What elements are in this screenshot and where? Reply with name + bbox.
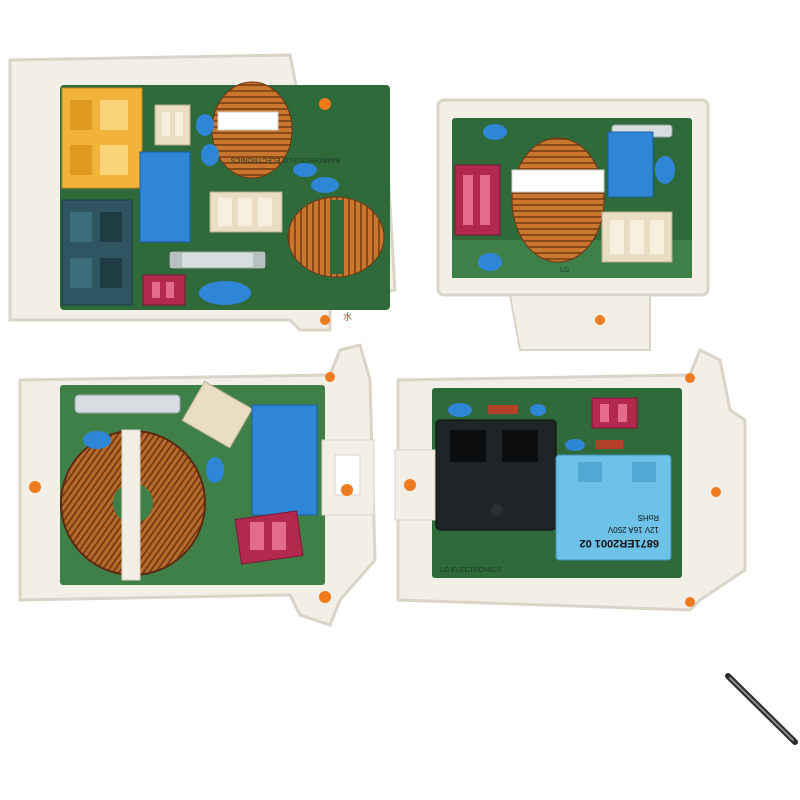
- glass-fuse: [74, 394, 181, 414]
- magenta-connector: [234, 510, 304, 565]
- cream-connector: [154, 104, 191, 146]
- glass-fuse: [169, 251, 266, 269]
- y-capacitor: [565, 439, 585, 451]
- relay-label-line1: 6871ER2001 02: [579, 537, 659, 549]
- y-capacitor: [448, 403, 472, 417]
- mounting-hole: [685, 597, 695, 607]
- y-capacitor: [83, 431, 111, 449]
- magenta-connector: [142, 274, 186, 306]
- mounting-hole: [320, 315, 330, 325]
- mounting-hole: [319, 98, 331, 110]
- filter-module-bottom-left: [18, 343, 377, 627]
- y-capacitor: [311, 177, 339, 193]
- mounting-hole: [685, 373, 695, 383]
- y-capacitor: [655, 156, 675, 184]
- mounting-hole: [325, 372, 335, 382]
- toroid-coil: [511, 137, 605, 263]
- y-capacitor: [206, 457, 224, 483]
- y-capacitor: [201, 144, 219, 166]
- mounting-hole: [404, 479, 416, 491]
- magenta-connector: [591, 397, 638, 429]
- filter-module-top-right: LG: [436, 98, 710, 351]
- mounting-hole: [319, 591, 331, 603]
- y-capacitor: [478, 253, 502, 271]
- y-capacitor: [483, 124, 507, 140]
- cream-connector-3pin: [181, 380, 253, 449]
- x-capacitor: [139, 151, 191, 243]
- y-capacitor: [530, 404, 546, 416]
- board-silkscreen: LG: [560, 267, 569, 274]
- filter-module-bottom-right: 6871ER2001 02 12V 16A 250V RoHS LG ELECT…: [394, 347, 747, 612]
- mounting-hole: [711, 487, 721, 497]
- stray-mark: 水: [343, 311, 352, 322]
- board-silkscreen: EAM60991313 LG ELECTRONICS: [230, 156, 340, 163]
- filter-module-top-left: EAM60991313 LG ELECTRONICS 水: [8, 53, 397, 332]
- mounting-hole: [595, 315, 605, 325]
- y-capacitor: [196, 114, 214, 136]
- y-capacitor: [293, 163, 317, 177]
- x-capacitor: [251, 404, 318, 516]
- board-silkscreen: LG ELECTRONICS: [440, 567, 501, 574]
- mounting-hole: [29, 481, 41, 493]
- relay-label-line2: 12V 16A 250V: [607, 525, 659, 534]
- magenta-connector: [454, 164, 501, 236]
- mounting-hole: [341, 484, 353, 496]
- x-capacitor: [607, 131, 654, 198]
- y-capacitor: [199, 281, 251, 305]
- relay-label-line3: RoHS: [638, 513, 659, 522]
- probe-stylus: [725, 673, 798, 745]
